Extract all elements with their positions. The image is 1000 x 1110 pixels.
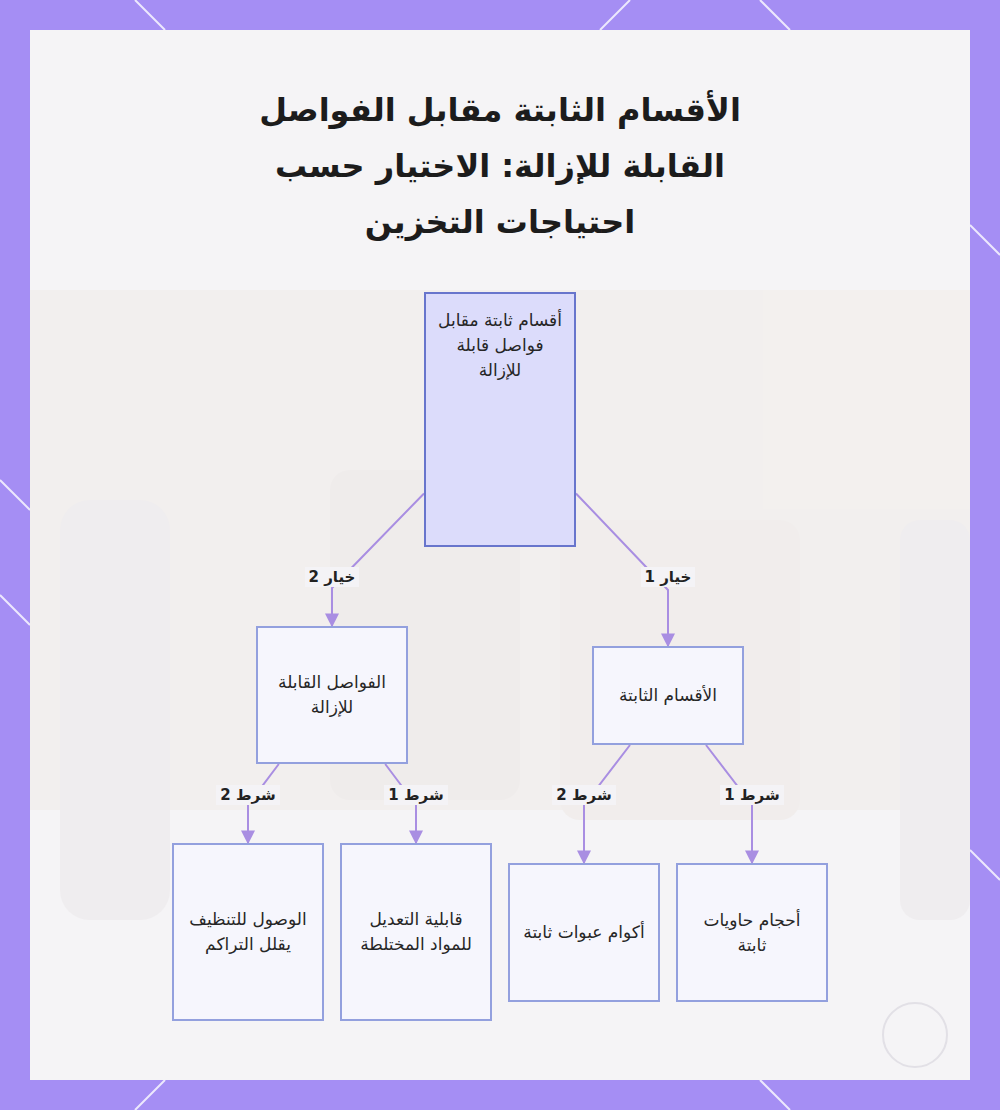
diagram-title: الأقسام الثابتة مقابل الفواصل القابلة لل…: [230, 82, 770, 250]
watermark-logo: [883, 1003, 947, 1067]
node-text: أقسام ثابتة مقابل فواصل قابلة للإزالة: [435, 308, 565, 383]
option-box: أكوام عبوات ثابتة: [508, 863, 660, 1002]
edge-label: شرط 2: [552, 785, 615, 805]
node-text: الفواصل القابلة للإزالة: [267, 670, 397, 720]
panel: [30, 30, 970, 1080]
node-text: الأقسام الثابتة: [619, 683, 717, 708]
node-text: أكوام عبوات ثابتة: [523, 920, 644, 945]
option-box: الوصول للتنظيف يقلل التراكم: [172, 843, 324, 1021]
root-box: أقسام ثابتة مقابل فواصل قابلة للإزالة: [424, 292, 576, 547]
connector: [332, 493, 424, 626]
edge-label: خيار 2: [305, 567, 360, 587]
node-text: أحجام حاويات ثابتة: [687, 908, 817, 958]
edge-label: شرط 1: [384, 785, 447, 805]
edge-label: شرط 1: [720, 785, 783, 805]
option-box: الفواصل القابلة للإزالة: [256, 626, 408, 764]
node-text: الوصول للتنظيف يقلل التراكم: [183, 907, 313, 957]
option-box: أحجام حاويات ثابتة: [676, 863, 828, 1002]
option-box: الأقسام الثابتة: [592, 646, 744, 745]
node-text: قابلية التعديل للمواد المختلطة: [351, 907, 481, 957]
edge-label: خيار 1: [641, 567, 696, 587]
faded-photo: [30, 290, 970, 920]
option-box: قابلية التعديل للمواد المختلطة: [340, 843, 492, 1021]
edge-label: شرط 2: [216, 785, 279, 805]
